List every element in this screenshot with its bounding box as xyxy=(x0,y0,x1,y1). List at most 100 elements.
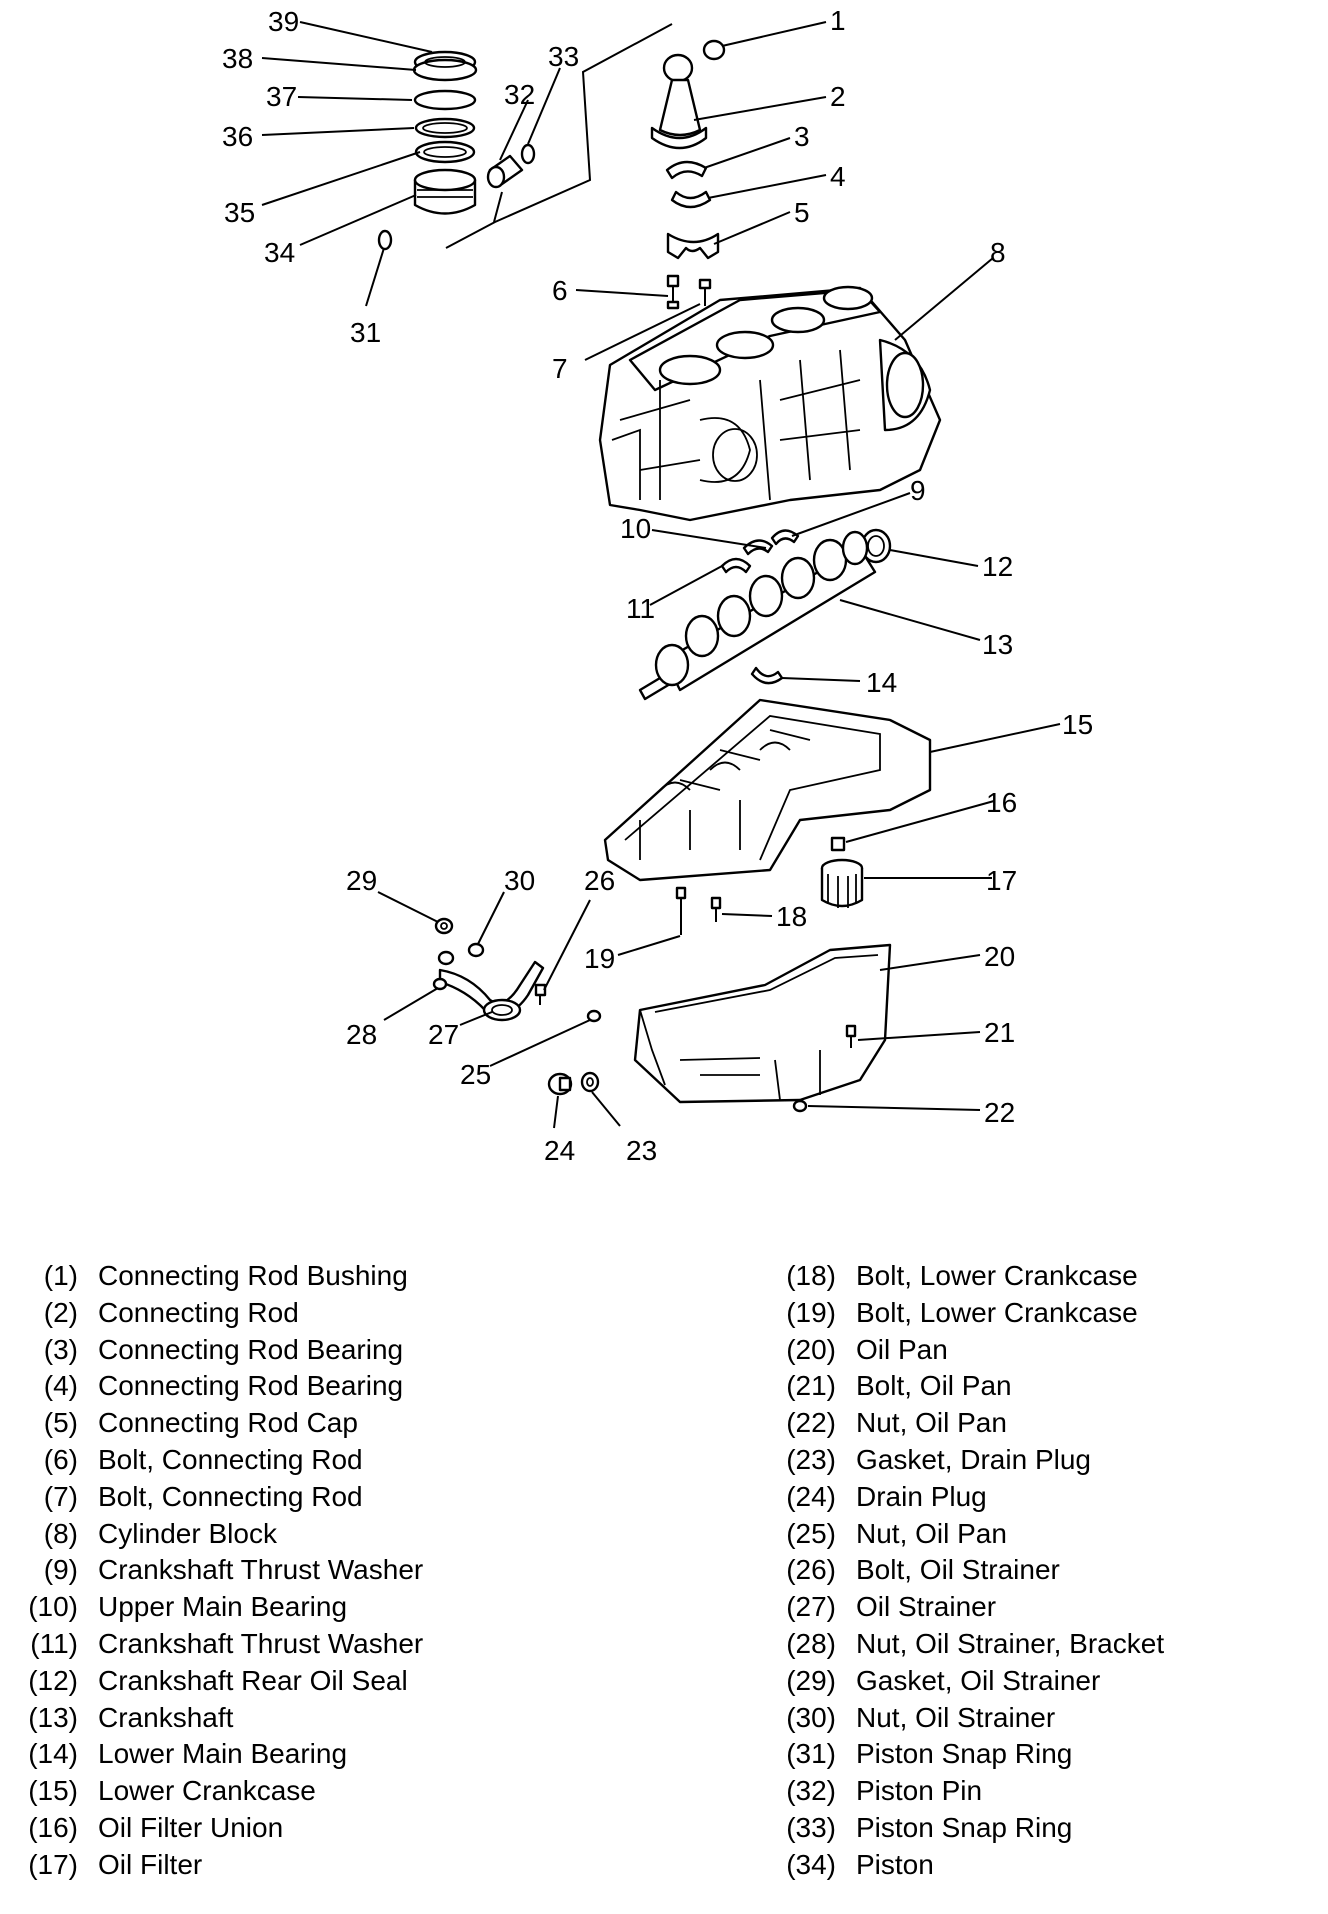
legend-number: (27) xyxy=(786,1591,836,1623)
legend-label: Bolt, Lower Crankcase xyxy=(856,1260,1138,1291)
legend-item: (25) Nut, Oil Pan xyxy=(782,1516,1164,1553)
legend-number: (23) xyxy=(786,1443,836,1475)
legend-item: (3)Connecting Rod Bearing xyxy=(24,1332,423,1369)
part-28-strainer-bracket-nut xyxy=(432,977,448,991)
legend-left-column: (1) Connecting Rod Bushing (2) Connecting … xyxy=(24,1258,423,1884)
legend-item: (17) Oil Filter xyxy=(24,1847,423,1884)
part-31-snap-ring xyxy=(377,229,393,251)
connecting-rod-assembly xyxy=(650,39,726,310)
part-30-strainer-nut xyxy=(467,942,485,958)
legend-number: (10) xyxy=(28,1591,78,1623)
legend-label: Oil Filter Union xyxy=(98,1811,284,1843)
callout-14: 14 xyxy=(866,667,897,698)
part-32-piston-pin xyxy=(486,154,524,189)
part-2-connecting-rod xyxy=(650,53,708,150)
legend-label: Bolt, Connecting Rod xyxy=(98,1443,363,1475)
piston-assembly xyxy=(377,23,673,251)
legend-number: (29) xyxy=(786,1664,836,1696)
callout-1: 1 xyxy=(830,5,846,36)
callout-23: 23 xyxy=(626,1135,657,1166)
part-27-oil-strainer xyxy=(438,960,545,1022)
legend-number: (1) xyxy=(43,1260,78,1291)
legend-number: (19) xyxy=(786,1296,836,1328)
legend-number: (3) xyxy=(43,1333,78,1365)
legend-number: (4) xyxy=(43,1370,78,1402)
legend-label: Connecting Rod xyxy=(98,1296,299,1328)
legend-label: Nut, Oil Strainer xyxy=(856,1701,1056,1733)
part-16-oil-filter-union xyxy=(830,836,846,852)
legend-number: (14) xyxy=(28,1738,78,1770)
callout-30: 30 xyxy=(504,865,535,896)
legend-item: (11)Crankshaft Thrust Washer xyxy=(24,1626,423,1663)
legend-item: (10)Upper Main Bearing xyxy=(24,1589,423,1626)
callout-13: 13 xyxy=(982,629,1013,660)
legend-label: Gasket, Oil Strainer xyxy=(856,1664,1101,1696)
legend-item: (34)Piston xyxy=(782,1847,1164,1884)
callout-34: 34 xyxy=(264,237,295,268)
part-24-drain-plug xyxy=(547,1072,573,1096)
legend-number: (20) xyxy=(786,1333,836,1365)
legend-label: Nut, Oil Pan xyxy=(856,1517,1007,1549)
leader-lines xyxy=(261,21,1061,1129)
legend-number: (6) xyxy=(43,1443,78,1475)
legend-item: (14)Lower Main Bearing xyxy=(24,1736,423,1773)
legend-label: Piston Snap Ring xyxy=(856,1811,1073,1843)
legend-item: (30)Nut, Oil Strainer xyxy=(782,1700,1164,1737)
callout-28: 28 xyxy=(346,1019,377,1050)
callout-10: 10 xyxy=(620,513,651,544)
part-33-snap-ring xyxy=(520,143,536,165)
legend-number: (25) xyxy=(786,1517,836,1549)
legend-number: (18) xyxy=(786,1260,836,1291)
legend-label: Bolt, Lower Crankcase xyxy=(856,1296,1138,1328)
part-21-oil-pan-bolt xyxy=(845,1024,857,1048)
legend-item: (1) Connecting Rod Bushing xyxy=(24,1258,423,1295)
legend-label: Piston Pin xyxy=(856,1775,983,1807)
callout-6: 6 xyxy=(552,275,568,306)
part-38-ring xyxy=(412,58,478,82)
legend-item: (26)Bolt, Oil Strainer xyxy=(782,1552,1164,1589)
legend-right-column: (18) Bolt, Lower Crankcase (19) Bolt, Lowe… xyxy=(782,1258,1164,1884)
callout-22: 22 xyxy=(984,1097,1015,1128)
legend-number: (17) xyxy=(28,1848,78,1880)
legend-label: Nut, Oil Pan xyxy=(856,1407,1007,1439)
crankshaft-assembly xyxy=(638,528,892,701)
legend-item: (31)Piston Snap Ring xyxy=(782,1736,1164,1773)
legend-label: Bolt, Oil Pan xyxy=(856,1370,1012,1402)
callout-15: 15 xyxy=(1062,709,1093,740)
legend-number: (2) xyxy=(43,1296,78,1328)
legend-label: Oil Filter xyxy=(98,1848,203,1880)
callout-12: 12 xyxy=(982,551,1013,582)
legend-label: Crankshaft Thrust Washer xyxy=(98,1554,424,1586)
legend-number: (24) xyxy=(786,1480,836,1512)
callout-37: 37 xyxy=(266,81,297,112)
callout-4: 4 xyxy=(830,161,846,192)
legend-number: (15) xyxy=(28,1775,78,1807)
legend-item: (4)Connecting Rod Bearing xyxy=(24,1368,423,1405)
callout-17: 17 xyxy=(986,865,1017,896)
legend-item: (23)Gasket, Drain Plug xyxy=(782,1442,1164,1479)
callout-33: 33 xyxy=(548,41,579,72)
part-7-rod-bolt xyxy=(698,278,712,306)
legend-number: (9) xyxy=(43,1554,78,1586)
legend-item: (6) Bolt, Connecting Rod xyxy=(24,1442,423,1479)
part-18-crankcase-bolt xyxy=(710,896,722,922)
callout-26: 26 xyxy=(584,865,615,896)
legend-item: (28)Nut, Oil Strainer, Bracket xyxy=(782,1626,1164,1663)
part-25-oil-pan-nut xyxy=(586,1009,602,1023)
part-36-ring xyxy=(414,117,476,139)
legend-number: (21) xyxy=(786,1370,836,1402)
part-17-oil-filter xyxy=(820,858,864,908)
callout-36: 36 xyxy=(222,121,253,152)
callout-11: 11 xyxy=(626,593,655,624)
legend-item: (7)Bolt, Connecting Rod xyxy=(24,1479,423,1516)
legend-item: (12)Crankshaft Rear Oil Seal xyxy=(24,1663,423,1700)
legend-item: (32)Piston Pin xyxy=(782,1773,1164,1810)
callout-8: 8 xyxy=(990,237,1006,268)
legend-label: Connecting Rod Bushing xyxy=(98,1260,408,1291)
legend-label: Nut, Oil Strainer, Bracket xyxy=(856,1627,1165,1659)
legend-number: (31) xyxy=(786,1738,836,1770)
part-3-rod-bearing xyxy=(665,160,708,180)
legend-item: (21) Bolt, Oil Pan xyxy=(782,1368,1164,1405)
legend-label: Crankshaft Thrust Washer xyxy=(98,1627,424,1659)
part-22-oil-pan-nut xyxy=(792,1099,808,1113)
